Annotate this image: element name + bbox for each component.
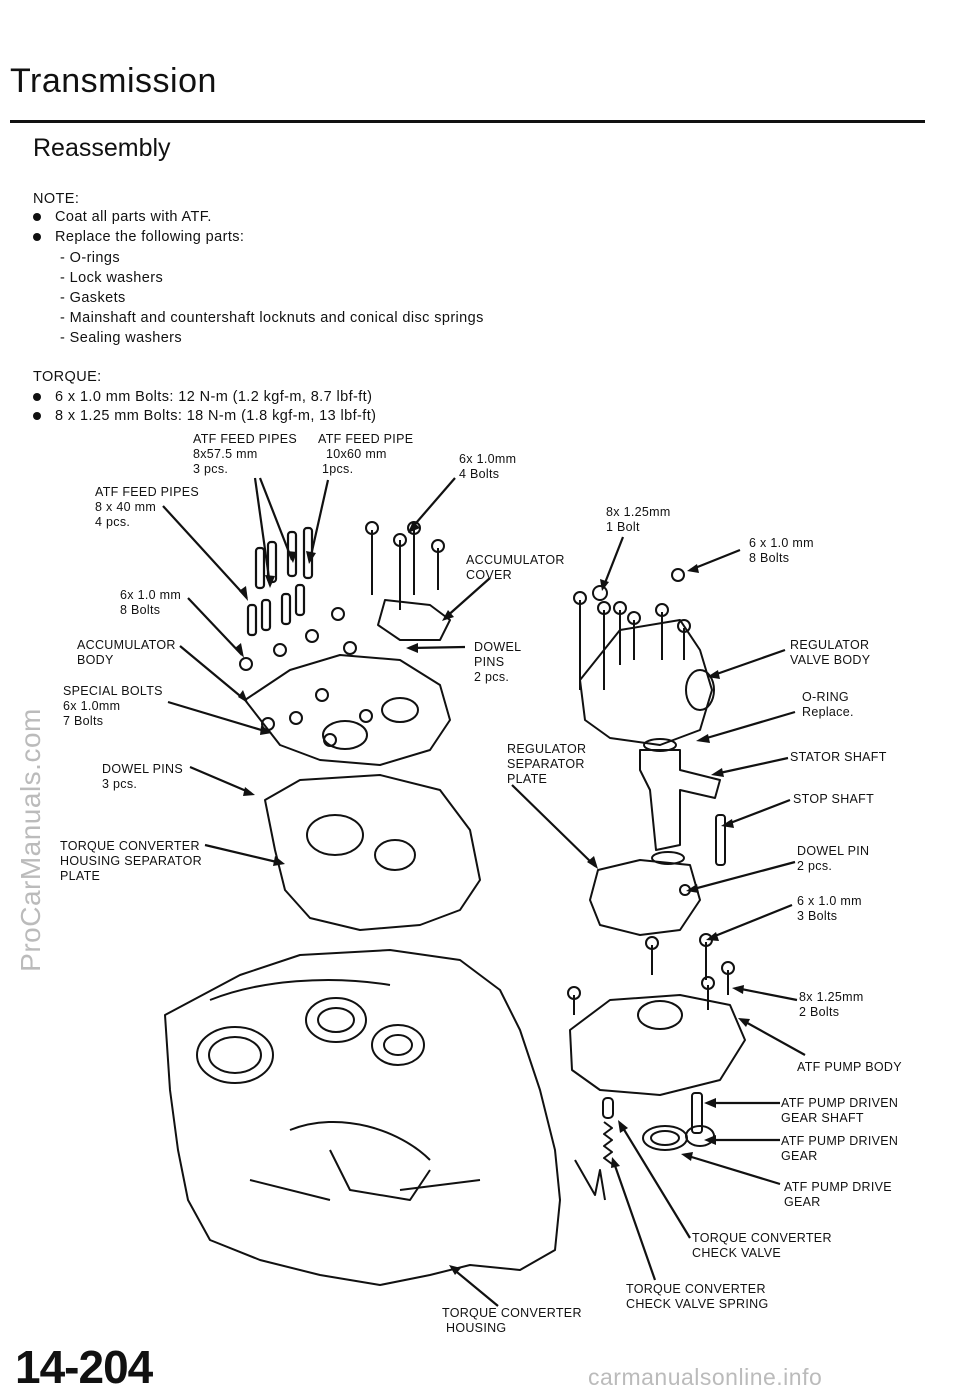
leader-arrowheads — [235, 521, 750, 1275]
torque-item-2: 8 x 1.25 mm Bolts: 18 N-m (1.8 kgf-m, 13… — [32, 408, 377, 424]
watermark: ProCarManuals.com — [15, 708, 46, 972]
regulator-valve-body — [579, 619, 713, 746]
note-bullet-2: Replace the following parts: — [32, 229, 245, 245]
page-title: Transmission — [10, 62, 217, 100]
check-valve — [602, 1097, 614, 1119]
accumulator-cover — [377, 599, 451, 641]
label-stator-shaft: STATOR SHAFT — [790, 750, 887, 764]
accumulator-body — [244, 654, 451, 766]
torque-converter-housing-outline — [164, 949, 561, 1286]
torque-heading: TORQUE: — [33, 369, 102, 385]
label-atf-pump-body: ATF PUMP BODY — [797, 1060, 902, 1074]
note-sub-item: - Gaskets — [60, 290, 126, 306]
torque-item-1: 6 x 1.0 mm Bolts: 12 N-m (1.2 kgf-m, 8.7… — [32, 389, 373, 405]
stator-shaft — [639, 749, 721, 851]
footer-watermark: carmanualsonline.info — [588, 1364, 823, 1390]
note-sub-item: - Sealing washers — [60, 330, 183, 346]
stop-shaft — [715, 814, 726, 866]
title-rule — [10, 120, 925, 123]
label-stop-shaft: STOP SHAFT — [793, 792, 875, 806]
regulator-separator-plate — [589, 859, 701, 936]
note-bullet-1: Coat all parts with ATF. — [33, 209, 212, 225]
note-heading: NOTE: — [33, 191, 80, 207]
note-sub-item: - O-rings — [60, 250, 120, 266]
atf-pump-driven-gear-shaft — [691, 1092, 703, 1134]
page-number: 14-204 — [15, 1341, 153, 1393]
note-sub-item: - Lock washers — [60, 270, 164, 286]
tc-housing-separator-plate — [264, 774, 481, 931]
leader-lines — [162, 477, 806, 1307]
note-sub-item: - Mainshaft and countershaft locknuts an… — [60, 310, 484, 326]
check-valve-spring — [603, 1121, 613, 1165]
atf-pump-body — [569, 994, 746, 1096]
section-title: Reassembly — [33, 134, 171, 162]
